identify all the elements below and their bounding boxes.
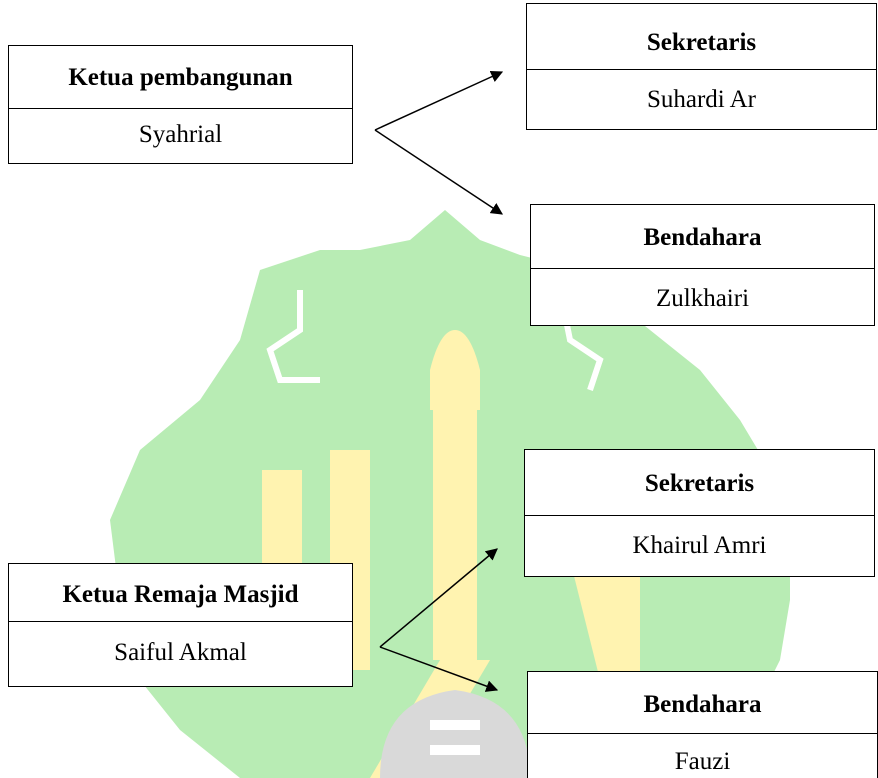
ketua-remaja-masjid-box: Ketua Remaja Masjid Saiful Akmal	[8, 563, 353, 687]
box-title: Ketua pembangunan	[9, 46, 352, 109]
sekretaris-box: Sekretaris Khairul Amri	[524, 449, 875, 577]
watermark-gray-dome	[380, 690, 530, 778]
box-title: Bendahara	[528, 672, 877, 734]
arrow-ketua-pembangunan-to-bendahara	[374, 129, 504, 215]
ketua-pembangunan-box: Ketua pembangunan Syahrial	[8, 45, 353, 164]
box-name: Khairul Amri	[632, 532, 767, 559]
box-name: Fauzi	[674, 748, 731, 775]
bendahara-box: Bendahara Fauzi	[527, 671, 878, 778]
arrow-ketua-pembangunan-to-sekretaris	[374, 71, 504, 131]
box-title: Sekretaris	[525, 450, 874, 516]
box-name: Zulkhairi	[655, 285, 750, 312]
sekretaris-box: Sekretaris Suhardi Ar	[526, 3, 877, 130]
bendahara-box: Bendahara Zulkhairi	[530, 204, 875, 326]
arrow-ketua-remaja-to-bendahara	[379, 646, 499, 692]
arrow-ketua-remaja-to-sekretaris	[379, 548, 498, 648]
box-title: Sekretaris	[527, 4, 876, 70]
box-name: Syahrial	[138, 121, 223, 148]
box-name: Saiful Akmal	[114, 639, 247, 666]
box-title: Bendahara	[531, 205, 874, 269]
box-name: Suhardi Ar	[646, 86, 757, 113]
box-title: Ketua Remaja Masjid	[9, 564, 352, 622]
